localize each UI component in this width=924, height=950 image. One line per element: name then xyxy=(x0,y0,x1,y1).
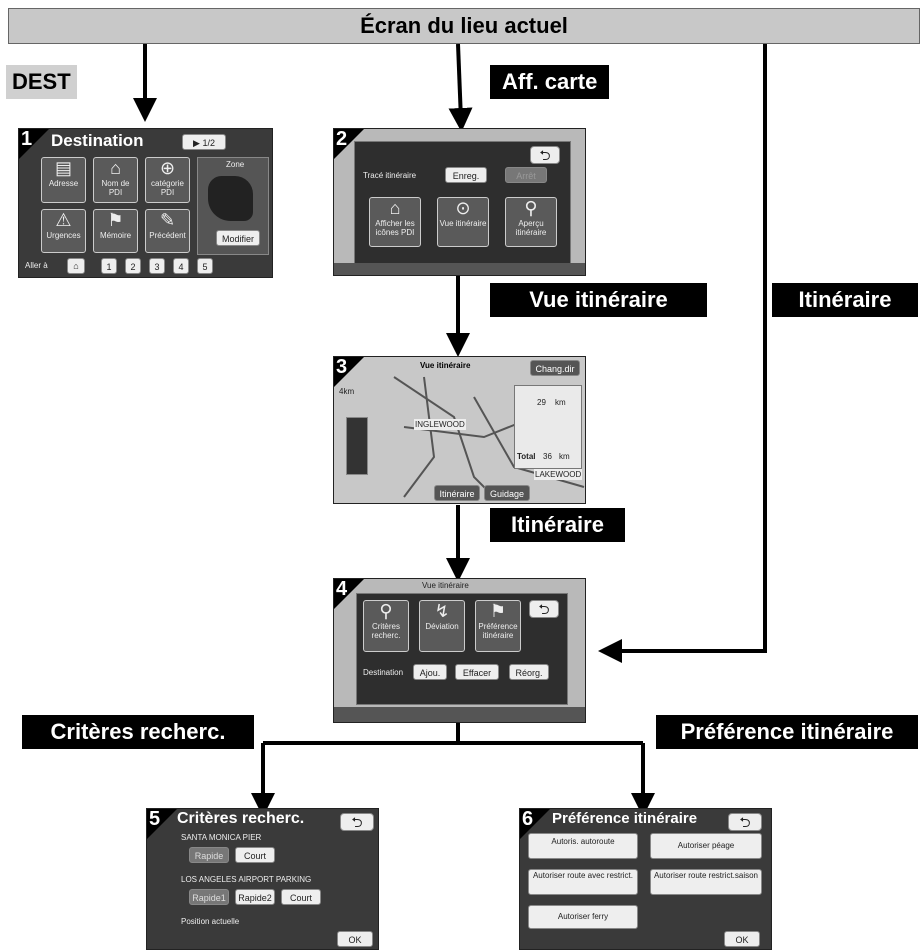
screen-number-badge: 5 xyxy=(147,809,177,839)
short-button-1[interactable]: Court xyxy=(235,847,275,863)
destination-1: SANTA MONICA PIER xyxy=(181,833,262,842)
screen-title: Vue itinéraire xyxy=(420,361,471,370)
fast-button-1[interactable]: Rapide xyxy=(189,847,229,863)
add-button[interactable]: Ajou. xyxy=(413,664,447,680)
fast1-button[interactable]: Rapide1 xyxy=(189,889,229,905)
label-criteres: Critères recherc. xyxy=(22,715,254,749)
screen-title: Critères recherc. xyxy=(177,810,305,827)
preset-1-button[interactable]: 1 xyxy=(101,258,117,274)
reorder-button[interactable]: Réorg. xyxy=(509,664,549,680)
delete-button[interactable]: Effacer xyxy=(455,664,499,680)
guidance-button[interactable]: Guidage xyxy=(484,485,530,501)
label-itineraire-mid: Itinéraire xyxy=(490,508,625,542)
screen-search-criteria: 5 Critères recherc. ⮌ SANTA MONICA PIER … xyxy=(146,808,379,950)
ok-button[interactable]: OK xyxy=(337,931,373,947)
back-button[interactable]: ⮌ xyxy=(728,813,762,831)
route-button[interactable]: Itinéraire xyxy=(434,485,480,501)
change-direction-button[interactable]: Chang.dir xyxy=(530,360,580,376)
screen-title: Vue itinéraire xyxy=(422,581,469,590)
route-preview-button[interactable]: ⚲Aperçu itinéraire xyxy=(505,197,557,247)
preset-5-button[interactable]: 5 xyxy=(197,258,213,274)
screen-number-badge: 1 xyxy=(19,129,49,159)
zone-map[interactable]: Zone Modifier xyxy=(197,157,269,255)
allow-ferry-toggle[interactable]: Autoriser ferry xyxy=(528,905,638,929)
home-button[interactable]: ⌂ xyxy=(67,258,85,274)
bottom-bar xyxy=(334,707,585,722)
go-to-label: Aller à xyxy=(25,261,48,270)
trace-label: Tracé itinéraire xyxy=(363,171,417,180)
screen-map-options: 2 ⮌ Tracé itinéraire Enreg. Arrêt ⌂Affic… xyxy=(333,128,586,276)
allow-toll-toggle[interactable]: Autoriser péage xyxy=(650,833,762,859)
screen-route-preferences: 6 Préférence itinéraire ⮌ Autoris. autor… xyxy=(519,808,772,950)
back-button[interactable]: ⮌ xyxy=(340,813,374,831)
back-button[interactable]: ⮌ xyxy=(529,600,559,618)
label-aff-carte: Aff. carte xyxy=(490,65,610,99)
screen-title: Destination xyxy=(51,131,144,150)
address-button[interactable]: ▤Adresse xyxy=(41,157,86,203)
preset-2-button[interactable]: 2 xyxy=(125,258,141,274)
preset-3-button[interactable]: 3 xyxy=(149,258,165,274)
memory-button[interactable]: ⚑Mémoire xyxy=(93,209,138,253)
screen-title: Préférence itinéraire xyxy=(552,810,698,827)
arrow-itineraire-direct xyxy=(598,44,767,663)
fast2-button[interactable]: Rapide2 xyxy=(235,889,275,905)
label-preference: Préférence itinéraire xyxy=(656,715,918,749)
modify-button[interactable]: Modifier xyxy=(216,230,260,246)
zoom-bar[interactable] xyxy=(346,417,368,475)
ok-button[interactable]: OK xyxy=(724,931,760,947)
current-position-label: Position actuelle xyxy=(181,917,240,926)
show-poi-icons-button[interactable]: ⌂Afficher les icônes PDI xyxy=(369,197,421,247)
back-button[interactable]: ⮌ xyxy=(530,146,560,164)
zone-label: Zone xyxy=(226,160,245,169)
label-vue-itineraire: Vue itinéraire xyxy=(490,283,707,317)
search-criteria-button[interactable]: ⚲Critères recherc. xyxy=(363,600,409,652)
screen-destination: 1 Destination ▶ 1/2 ▤Adresse ⌂Nom de PDI… xyxy=(18,128,273,278)
distance-panel: 29 km Total 36 km xyxy=(514,385,582,469)
label-itineraire-right: Itinéraire xyxy=(772,283,918,317)
distance-unit-2: km xyxy=(559,452,570,461)
map-silhouette xyxy=(208,176,253,221)
page-title: Écran du lieu actuel xyxy=(8,8,920,44)
poi-category-button[interactable]: ⊕catégorie PDI xyxy=(145,157,190,203)
preset-4-button[interactable]: 4 xyxy=(173,258,189,274)
total-label: Total xyxy=(517,452,536,461)
route-preference-button[interactable]: ⚑Préférence itinéraire xyxy=(475,600,521,652)
allow-seasonal-road-toggle[interactable]: Autoriser route restrict.saison xyxy=(650,869,762,895)
previous-button[interactable]: ✎Précédent xyxy=(145,209,190,253)
destination-label: Destination xyxy=(363,668,404,677)
bottom-bar xyxy=(334,263,585,275)
distance-unit-1: km xyxy=(555,398,566,407)
distance-total: 36 xyxy=(543,452,552,461)
distance-1: 29 xyxy=(537,398,546,407)
scale-label: 4km xyxy=(339,387,355,396)
options-panel: ⮌ Tracé itinéraire Enreg. Arrêt ⌂Affiche… xyxy=(354,141,571,265)
screen-route-view: 3 Vue itinéraire Chang.dir 4km INGLEWOOD… xyxy=(333,356,586,504)
allow-restricted-road-toggle[interactable]: Autoriser route avec restrict. xyxy=(528,869,638,895)
route-view-button[interactable]: ⊙Vue itinéraire xyxy=(437,197,489,247)
short-button-2[interactable]: Court xyxy=(281,889,321,905)
poi-name-button[interactable]: ⌂Nom de PDI xyxy=(93,157,138,203)
save-button[interactable]: Enreg. xyxy=(445,167,487,183)
detour-button[interactable]: ↯Déviation xyxy=(419,600,465,652)
allow-highway-toggle[interactable]: Autoris. autoroute xyxy=(528,833,638,859)
place-inglewood: INGLEWOOD xyxy=(414,419,466,430)
arrow-to-screen2 xyxy=(448,43,473,132)
place-lakewood: LAKEWOOD xyxy=(534,469,583,480)
label-dest: DEST xyxy=(6,65,77,99)
screen-route-menu: 4 Vue itinéraire ⮌ ⚲Critères recherc. ↯D… xyxy=(333,578,586,723)
screen-number-badge: 3 xyxy=(334,357,364,387)
stop-button[interactable]: Arrêt xyxy=(505,167,547,183)
route-menu-panel: ⮌ ⚲Critères recherc. ↯Déviation ⚑Préfére… xyxy=(356,593,568,705)
destination-2: LOS ANGELES AIRPORT PARKING xyxy=(181,875,312,884)
emergency-button[interactable]: ⚠Urgences xyxy=(41,209,86,253)
page-indicator[interactable]: ▶ 1/2 xyxy=(182,134,226,150)
